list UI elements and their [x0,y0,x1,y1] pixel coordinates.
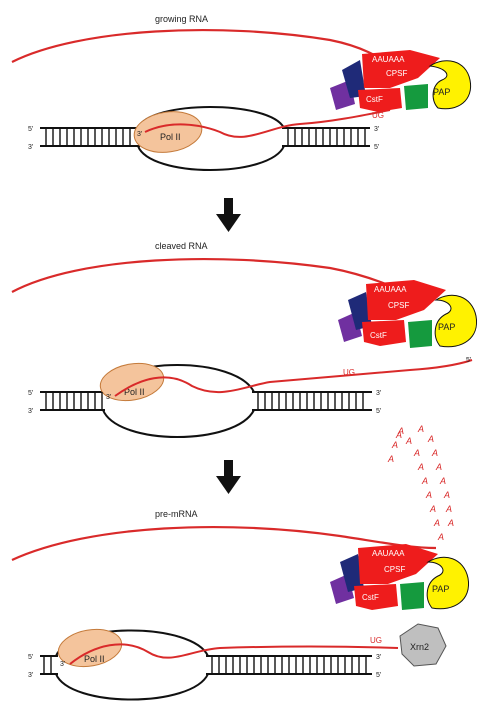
poly-a-letter: A [417,424,424,434]
green-factor [404,84,428,110]
pol-ii-label: Pol II [84,654,105,664]
end-3prime-bottom-left: 3' [28,144,33,151]
pap-label: PAP [432,584,449,594]
cstf-label: CstF [362,593,379,602]
poly-a-letter: A [429,504,436,514]
poly-a-letter: A [421,476,428,486]
free-rna-5prime-label: 5' [466,357,471,364]
poly-a-letter: A [391,440,398,450]
panel-growing-rna: growing RNA Pol II 3' 5' 3' 3' 5' AAU [12,14,471,170]
end-5prime-bottom-right: 5' [376,408,381,415]
poly-a-letter: A [413,448,420,458]
poly-a-letter: A [427,434,434,444]
dna-rungs [288,128,365,146]
cstf-label: CstF [366,95,383,104]
signal-label: AAUAAA [372,549,405,558]
end-5prime-bottom-right: 5' [374,144,379,151]
cpa-complex: AAUAAA CPSF CstF PAP [330,544,469,610]
end-5prime-top-left: 5' [28,654,33,661]
arrow-down-2 [216,460,241,494]
poly-a-letter: A [443,490,450,500]
ug-label: UG [372,111,384,120]
green-factor [400,582,424,610]
cpsf-label: CPSF [386,69,407,78]
poly-a-letter: A [435,462,442,472]
end-3prime-bottom-left: 3' [28,408,33,415]
poly-a-letter: A [425,490,432,500]
cpa-complex: AAUAAA CPSF CstF PAP [338,280,477,348]
ug-label: UG [343,368,355,377]
pap-label: PAP [433,87,450,97]
ug-label: UG [370,636,382,645]
green-factor [408,320,432,348]
pap [427,557,468,609]
dna-rungs [258,392,363,410]
poly-a-letter: A [395,430,402,440]
cpa-complex: AAUAAA CPSF CstF PAP UG [330,50,471,120]
end-5prime-top-left: 5' [28,390,33,397]
arrow-down-1 [216,198,241,232]
rna-label: growing RNA [155,14,208,24]
poly-a-letter: A [439,476,446,486]
pap-label: PAP [438,322,455,332]
end-5prime-bottom-right: 5' [376,672,381,679]
xrn2-label: Xrn2 [410,642,429,652]
signal-label: AAUAAA [374,285,407,294]
cpsf-label: CPSF [388,301,409,310]
dna-duplex [40,365,372,437]
poly-a-letter: A [433,518,440,528]
end-3prime-top-right: 3' [376,654,381,661]
rna-3prime-label: 3' [60,661,65,668]
poly-a-letter: A [417,462,424,472]
dna-rungs [44,656,51,674]
poly-a-letter: A [437,532,444,542]
pap [435,295,476,347]
cpsf-label: CPSF [384,565,405,574]
rna-strand [12,259,410,294]
rna-label: cleaved RNA [155,241,208,251]
signal-label: AAUAAA [372,55,405,64]
poly-a-letter: A [387,454,394,464]
cstf-label: CstF [370,331,387,340]
dna-rungs [46,392,102,410]
end-3prime-bottom-left: 3' [28,672,33,679]
poly-a-letter: A [431,448,438,458]
end-3prime-top-right: 3' [376,390,381,397]
rna-label: pre-mRNA [155,509,198,519]
rna-strand [12,30,400,72]
end-3prime-top-right: 3' [374,126,379,133]
rna-3prime-label: 3' [137,131,142,138]
end-5prime-top-left: 5' [28,126,33,133]
rna-3prime-label: 3' [106,394,111,401]
pap [430,61,471,109]
poly-a-letter: A [447,518,454,528]
dna-rungs [46,128,130,146]
poly-a-letter: A [445,504,452,514]
xrn2: Xrn2 [400,624,446,666]
pol-ii-label: Pol II [160,132,181,142]
dna-duplex [40,107,370,170]
poly-a-letter: A [405,436,412,446]
dna-rungs [212,656,366,674]
